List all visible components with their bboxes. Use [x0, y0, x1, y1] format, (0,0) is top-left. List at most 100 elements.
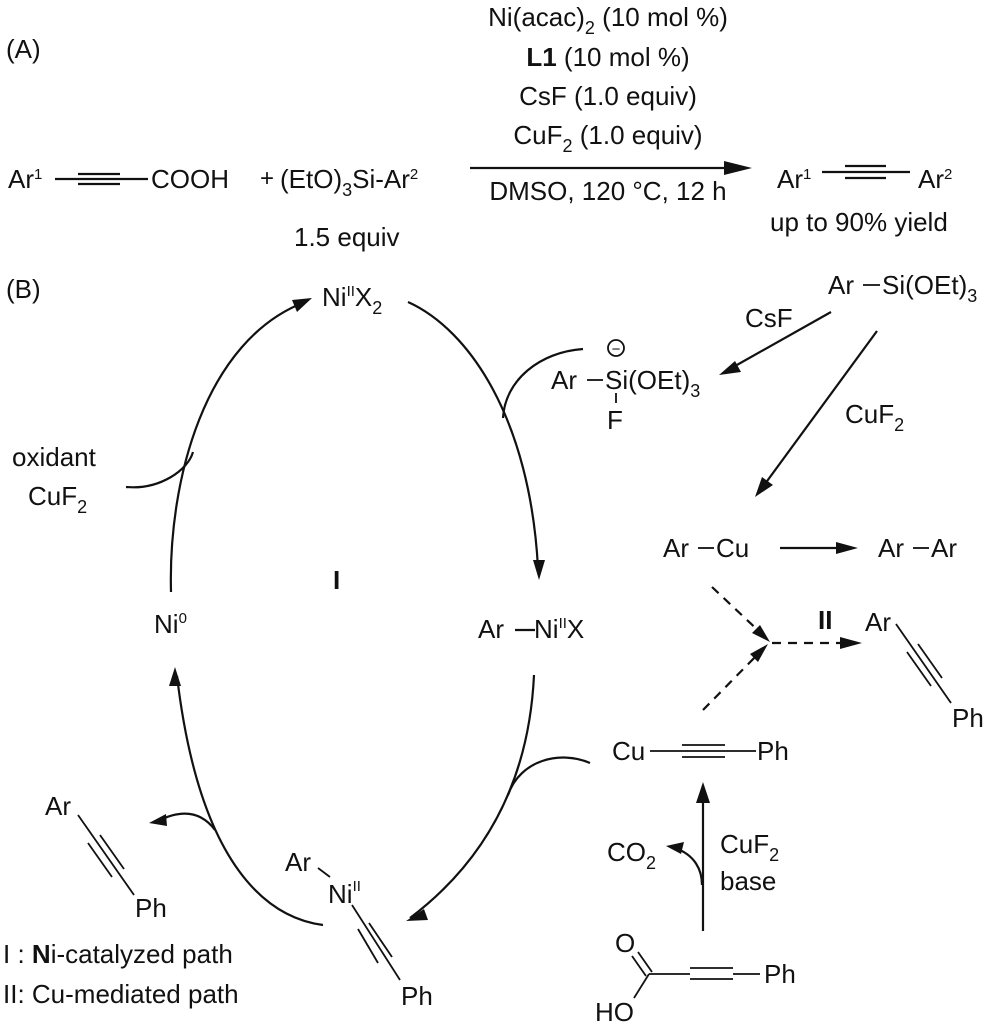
co2-release-arc	[674, 846, 704, 886]
reactant-alkynoic-acid: Ar1 COOH	[8, 164, 229, 194]
complex-ar: Ar	[285, 847, 311, 877]
dashed-arrow-arcu	[711, 586, 765, 637]
oxidant-cuf2: CuF2	[28, 481, 87, 517]
complex-ph: Ph	[401, 981, 433, 1011]
decarbox-cuf2: CuF2	[720, 829, 779, 865]
arcu-cu: Cu	[716, 533, 749, 563]
acid-ph: Ph	[764, 959, 796, 989]
arc-silicate-in	[501, 347, 584, 419]
ligand-line: L1 (10 mol %)	[526, 42, 689, 72]
arc-transmetalation	[407, 300, 540, 569]
complex-ni: NiII	[328, 878, 361, 909]
csf-arrow	[727, 311, 832, 371]
catalyst-line: Ni(acac)2 (10 mol %)	[488, 2, 728, 38]
co2-arrowhead	[666, 842, 684, 854]
decarbox-base: base	[720, 866, 776, 896]
cu-product-ph: Ph	[952, 703, 984, 733]
panel-b-label: (B)	[6, 274, 41, 304]
alkyne-bond-3	[99, 834, 125, 870]
dashed-arrowhead-lower	[750, 644, 768, 662]
charge-sign: −	[612, 341, 621, 358]
alkyne-bond-2	[87, 842, 113, 878]
cu-acetylide-cu: Cu	[612, 736, 645, 766]
silicate-si: Si(OEt)3	[605, 365, 700, 401]
arc-cu-alkynyl-in	[506, 756, 591, 796]
solvent-temp-time: DMSO, 120 °C, 12 h	[489, 176, 726, 206]
legend-item-ii: II: Cu-mediated path	[3, 979, 239, 1009]
copper-acetylide: Cu Ph	[612, 736, 789, 766]
arylsilane: Ar Si(OEt)3	[828, 270, 977, 306]
alkyne-bond-2	[357, 928, 379, 964]
ni2x2-species: NiIIX2	[322, 282, 382, 318]
arylsilane-si: Si(OEt)3	[882, 270, 977, 306]
arcu-ar: Ar	[663, 533, 689, 563]
co2-label: CO2	[607, 837, 656, 873]
ar-ni-bond	[317, 867, 331, 878]
oxidant-label: oxidant	[12, 442, 97, 472]
csf-line: CsF (1.0 equiv)	[519, 81, 697, 111]
dashed-arrowhead-upper	[752, 625, 770, 642]
csf-arrowhead	[719, 361, 741, 375]
ni-product-ph: Ph	[135, 893, 167, 923]
plus-sign: +	[260, 165, 274, 192]
dashed-arrow-cualkynyl	[702, 649, 763, 711]
acid-o: O	[615, 928, 635, 958]
alkyne-bond-1	[351, 904, 401, 981]
reaction-conditions: Ni(acac)2 (10 mol %) L1 (10 mol %) CsF (…	[488, 2, 728, 206]
equiv-label: 1.5 equiv	[294, 222, 400, 252]
arrowhead-alkynyl-transfer	[406, 909, 428, 921]
ni0-species: Ni0	[154, 609, 187, 639]
c-o-double-bond-2	[637, 951, 653, 973]
cuf2-arrow	[761, 330, 878, 489]
legend-item-i: I : Ni-catalyzed path	[3, 939, 233, 969]
arrowhead-oxidation	[292, 298, 312, 312]
ar-ni-alkynyl-complex: Ar NiII Ph	[285, 847, 433, 1011]
cu-path-product: Ar Ph	[865, 607, 984, 733]
alkyne-bond-1	[77, 814, 135, 896]
homocoupling-arrowhead	[836, 542, 858, 554]
cuf2-transmetal-label: CuF2	[845, 399, 904, 435]
decarboxylation-arrowhead	[696, 782, 710, 803]
reaction-arrowhead	[724, 161, 752, 175]
product-ar1: Ar1	[777, 164, 811, 194]
yield-label: up to 90% yield	[770, 207, 948, 237]
legend: I : Ni-catalyzed path II: Cu-mediated pa…	[3, 939, 239, 1009]
cuf2-line: CuF2 (1.0 equiv)	[513, 120, 702, 156]
cu-product-ar: Ar	[865, 607, 891, 637]
c-oh-bond	[633, 973, 650, 999]
arc-alkynyl-transfer	[409, 674, 536, 919]
silicate-ar: Ar	[551, 365, 577, 395]
dashed-arrowhead-product	[840, 637, 862, 649]
silane-formula: (EtO)3Si-Ar2	[280, 164, 418, 200]
csf-label: CsF	[745, 303, 793, 333]
ar1-label: Ar1	[8, 164, 42, 194]
acid-ho: HO	[595, 997, 634, 1027]
product-ar2: Ar2	[918, 164, 952, 194]
negative-charge-icon	[607, 339, 625, 357]
arc-reductive-elimination	[175, 675, 324, 927]
arc-oxidation	[169, 300, 306, 593]
ni-path-product: Ar Ph	[45, 791, 167, 923]
arylsilane-ar: Ar	[828, 270, 854, 300]
arar-ar2: Ar	[931, 533, 957, 563]
path-label-ii: II	[818, 605, 832, 635]
reactant-arylsilane: (EtO)3Si-Ar2 1.5 equiv	[280, 164, 418, 252]
arrowhead-reductive-elimination	[169, 667, 181, 686]
arrowhead-product-out	[149, 814, 167, 826]
alkyne-bond-3	[917, 643, 943, 679]
pentacoordinate-silicate: Ar Si(OEt)3 − F	[551, 339, 700, 435]
alkyne-bond-2	[906, 651, 932, 687]
cycle-label-i: I	[333, 565, 340, 595]
ni-product-ar: Ar	[45, 791, 71, 821]
alkyne-bond-3	[368, 922, 393, 958]
arrowhead-transmetalation	[533, 560, 545, 580]
product-diarylalkyne: Ar1 Ar2 up to 90% yield	[770, 164, 952, 237]
cu-acetylide-ph: Ph	[757, 736, 789, 766]
c-o-double-bond-1	[631, 955, 647, 977]
silicate-f: F	[607, 405, 623, 435]
arc-oxidant-in	[125, 451, 195, 489]
phenylpropiolic-acid: O HO Ph	[595, 928, 796, 1027]
alkyne-bond-1	[895, 623, 952, 704]
